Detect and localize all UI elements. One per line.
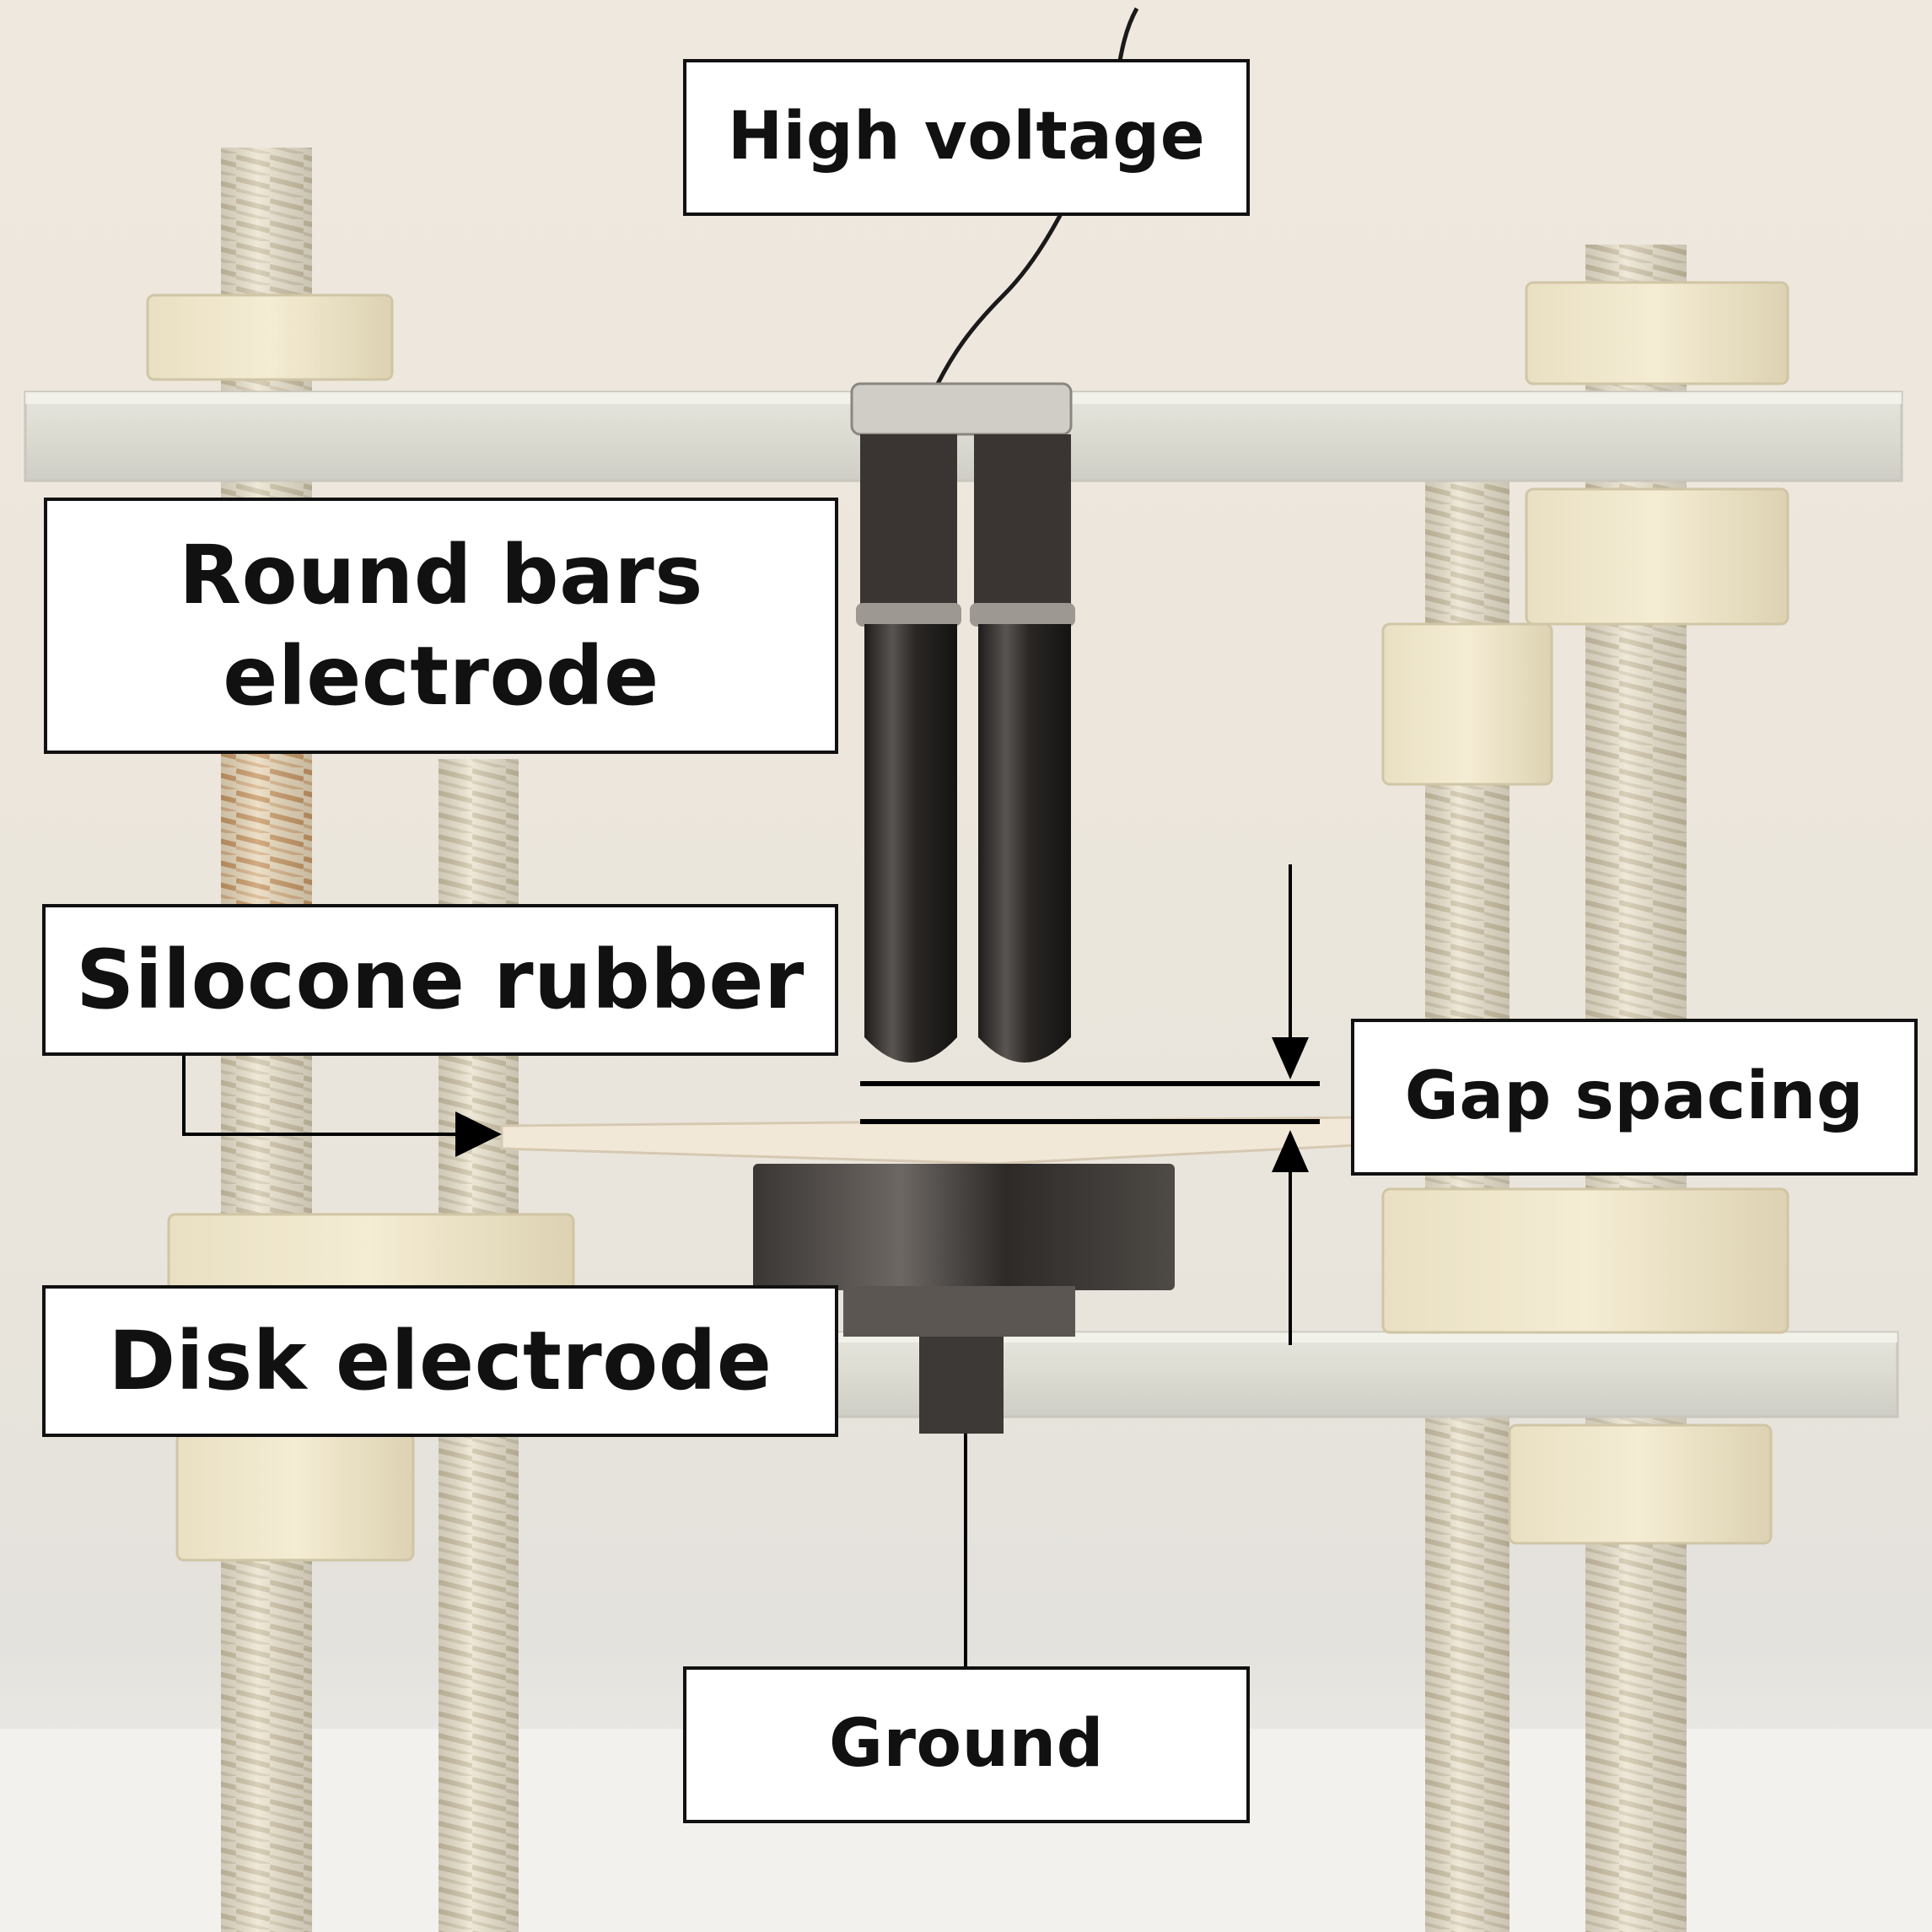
- silicone-pointer-arrow: [182, 1056, 502, 1157]
- silicone-rubber-label: Silocone rubber: [42, 904, 838, 1056]
- silicone-rubber-sheet: [500, 1116, 1359, 1165]
- disk-electrode: [753, 1164, 1175, 1434]
- disk-electrode-label: Disk electrode: [42, 1285, 838, 1437]
- top-acrylic-plate: [24, 390, 1903, 482]
- round-bars-electrode-label: Round bars electrode: [44, 498, 838, 754]
- round-bars-label-line2: electrode: [223, 629, 659, 724]
- round-bars-label-line1: Round bars: [179, 528, 703, 622]
- ground-label: Ground: [683, 1666, 1250, 1823]
- round-bars-electrode: [850, 382, 1075, 1063]
- gap-spacing-indicator: [860, 864, 1320, 1345]
- high-voltage-label: High voltage: [683, 59, 1250, 216]
- gap-spacing-label: Gap spacing: [1351, 1019, 1918, 1176]
- hex-nuts: [146, 281, 1789, 1562]
